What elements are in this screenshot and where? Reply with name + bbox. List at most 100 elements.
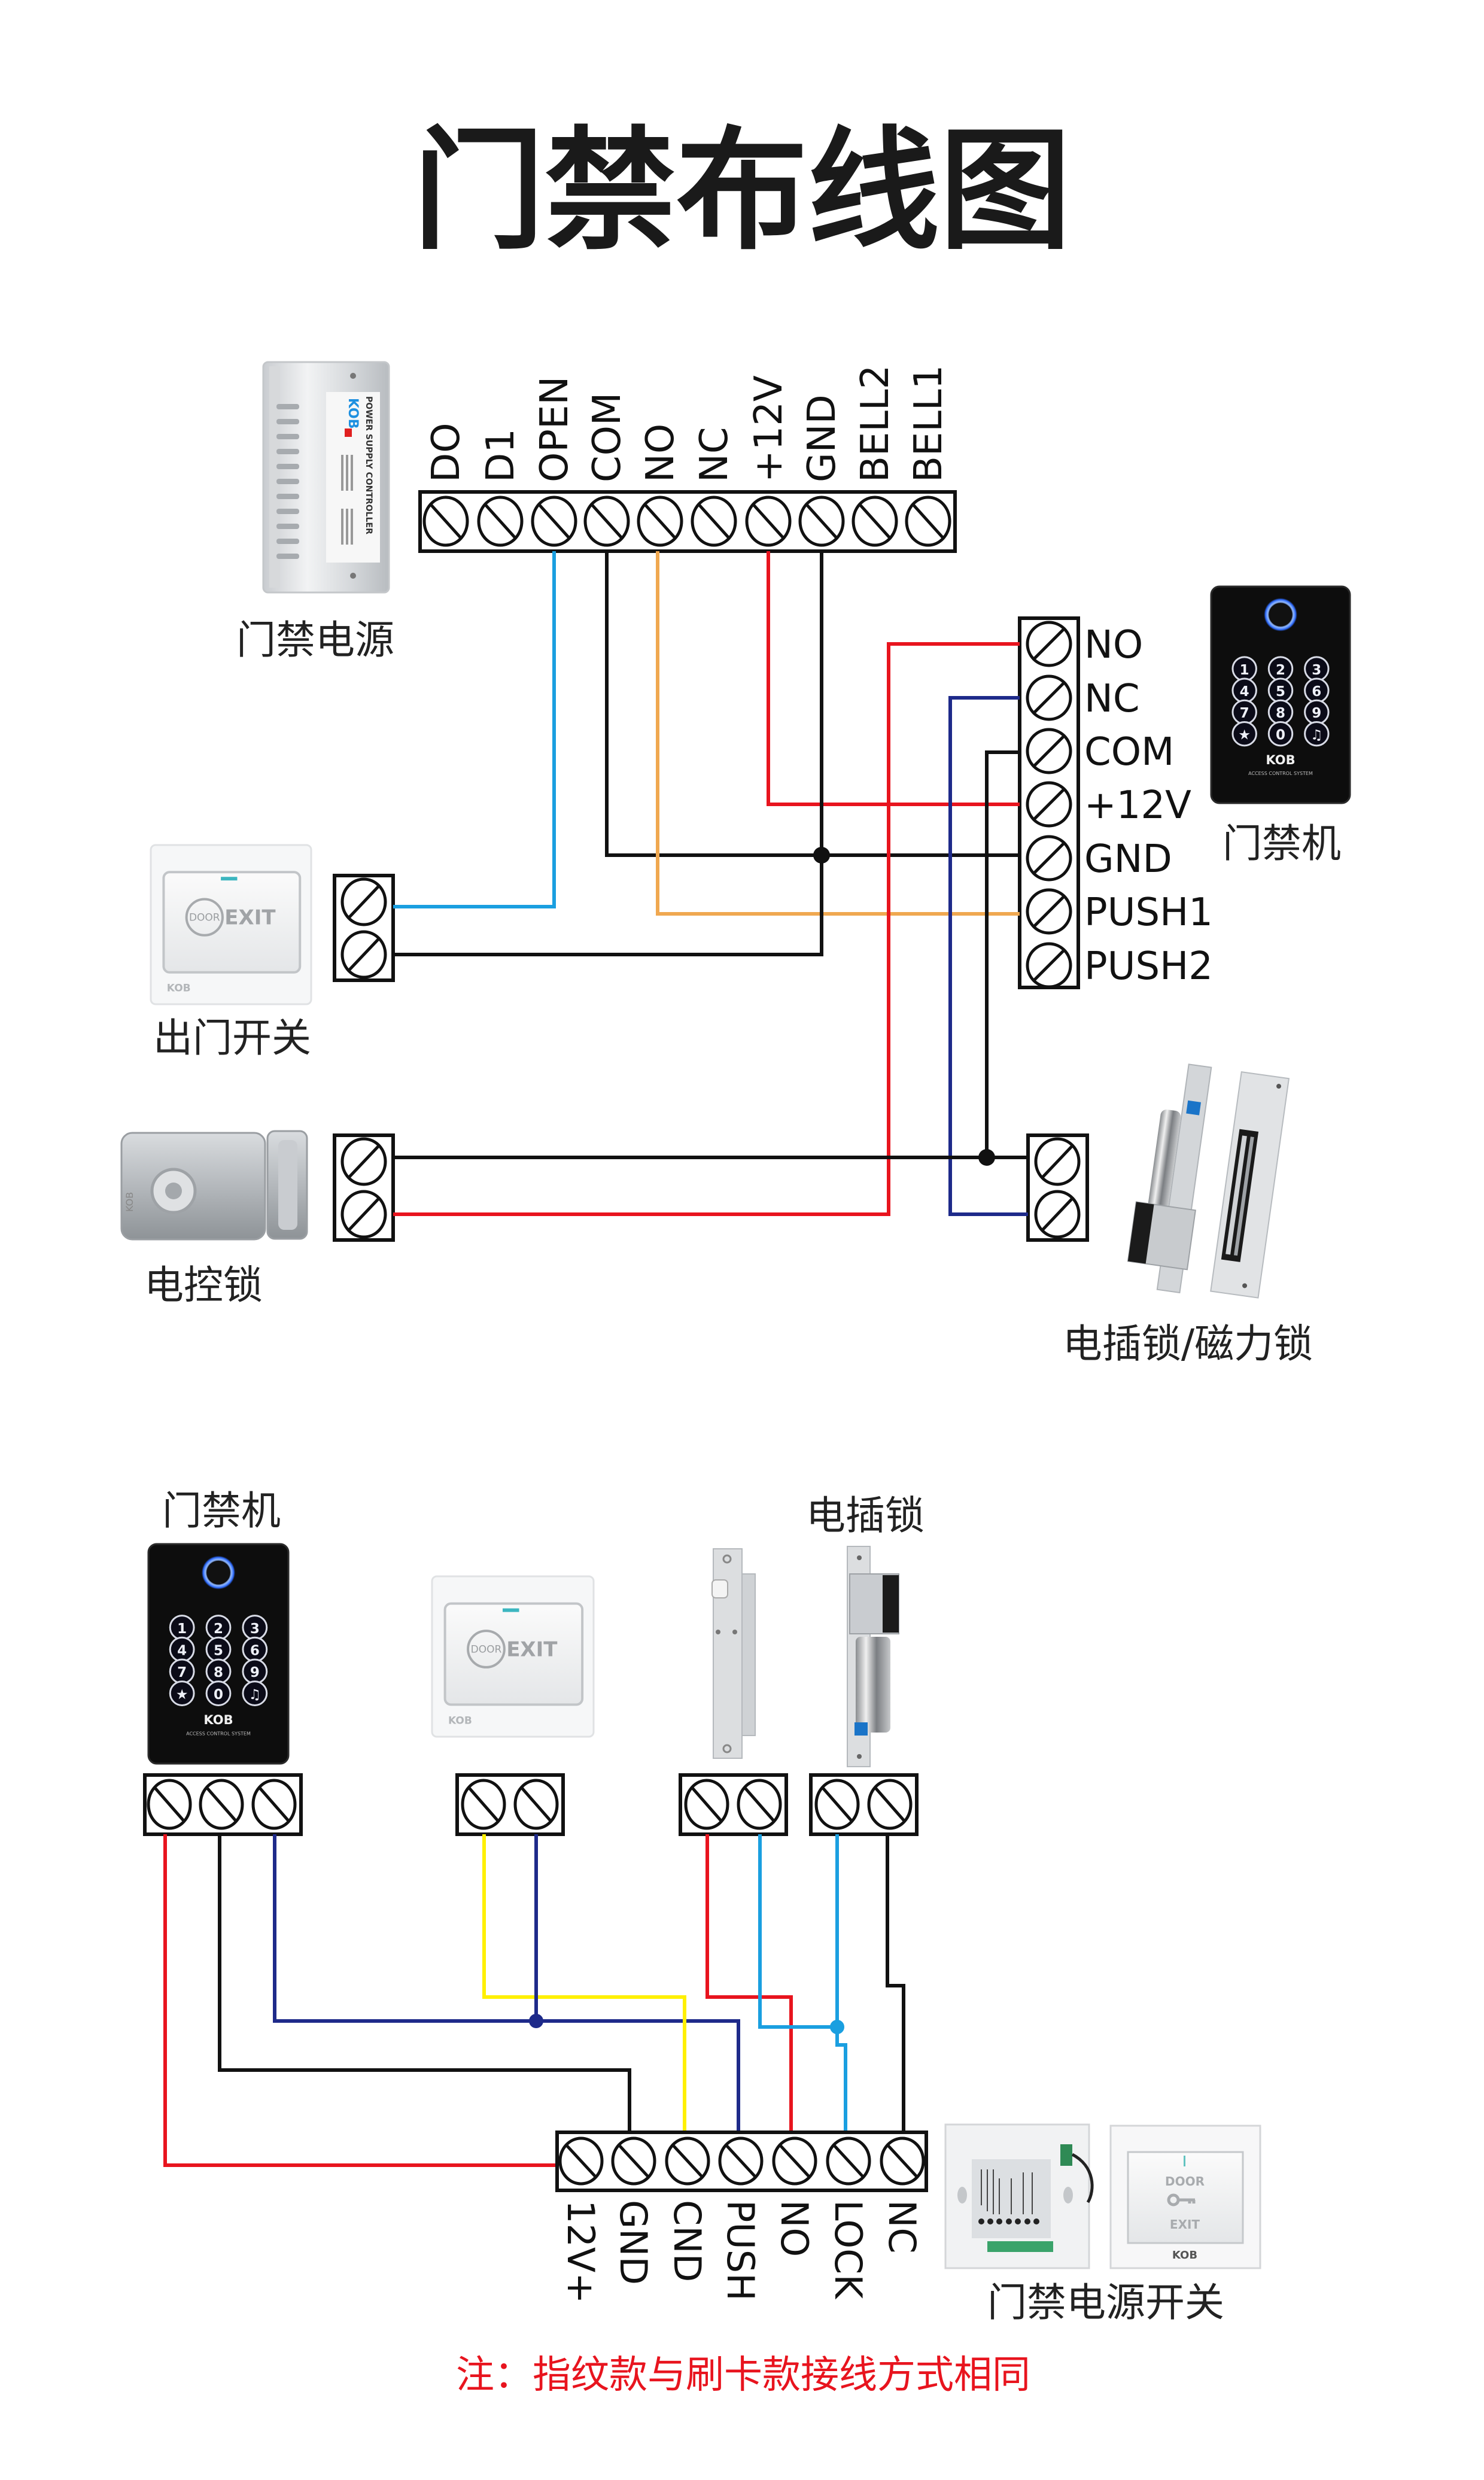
- power-terminal-block: [418, 490, 957, 553]
- power-switch-terminal-label: NC: [880, 2200, 924, 2254]
- terminal-screw: [852, 496, 898, 547]
- wires-diagram-1: [393, 551, 1028, 1216]
- keypad-key: 4: [169, 1636, 195, 1663]
- power-supply-product-text: POWER SUPPLY CONTROLLER: [364, 396, 373, 534]
- keypad-key: 3: [242, 1615, 268, 1640]
- keypad-key-ring: [169, 1680, 195, 1706]
- terminal-screw: [867, 1779, 913, 1830]
- terminal-screw: [1026, 621, 1072, 667]
- screw-slot: [778, 2143, 811, 2179]
- keypad-key-label: 7: [1240, 706, 1249, 721]
- keypad-key-ring: [1231, 721, 1257, 747]
- bolt-lock-b-device: [847, 1546, 899, 1767]
- keypad-key: 0: [205, 1680, 232, 1706]
- screw-slot: [467, 1786, 500, 1823]
- screw-slot: [886, 2143, 919, 2179]
- screw-slot: [617, 2143, 650, 2179]
- screw-slot: [1041, 1144, 1074, 1180]
- page-title: 门禁布线图: [413, 114, 1071, 268]
- terminal-screw: [1034, 1137, 1081, 1186]
- junction-dot: [830, 2020, 844, 2034]
- wire-lock-b-nc: [886, 1834, 905, 2132]
- wire-no-to-push1: [656, 551, 1020, 916]
- terminal-screw: [826, 2136, 871, 2186]
- exit-button: [162, 871, 302, 974]
- screw-slot: [832, 2143, 865, 2179]
- terminal-screw: [772, 2136, 817, 2186]
- vent-slots: [276, 404, 299, 559]
- power-terminal-label: NO: [638, 424, 683, 482]
- reader-subtext: ACCESS CONTROL SYSTEM: [186, 1731, 251, 1736]
- power-switch-door-text: DOOR: [1165, 2174, 1205, 2189]
- terminal-screw: [340, 930, 387, 979]
- keypad-key-label: 6: [1312, 684, 1321, 700]
- bolt-lock-a-device: [711, 1548, 756, 1759]
- reader-brand: KOB: [203, 1713, 233, 1727]
- screw-slot: [257, 1786, 291, 1823]
- bolt-lock-a-terminal: [679, 1773, 788, 1836]
- power-switch-terminal-label: LOCK: [826, 2200, 870, 2299]
- keypad-key: 5: [1267, 677, 1294, 703]
- power-terminal-label: +12V: [747, 375, 791, 482]
- screw-slot: [805, 503, 838, 540]
- screw-slot: [911, 503, 945, 540]
- exit-text: EXIT: [224, 905, 276, 929]
- wire-reader-gnd: [218, 1834, 631, 2132]
- terminal-screw: [880, 2136, 925, 2186]
- door-ring-icon: [467, 1630, 506, 1668]
- wire-open-to-exit: [393, 551, 556, 908]
- screw-slot: [690, 1786, 723, 1823]
- fingerprint-sensor-center: [206, 1560, 230, 1585]
- keypad-key: 8: [1267, 699, 1294, 725]
- keypad-key-label: 0: [1276, 727, 1285, 743]
- terminal-screw: [814, 1779, 860, 1830]
- terminal-screw: [558, 2136, 604, 2186]
- terminal-screw: [199, 1779, 244, 1830]
- power-switch-brand: KOB: [1172, 2249, 1197, 2262]
- keypad-key-label: 5: [1276, 684, 1285, 700]
- terminal-screw: [251, 1779, 297, 1830]
- keypad-key-label: 9: [1312, 706, 1321, 721]
- terminal-screw: [1026, 888, 1072, 935]
- electric-lock-label: 电控锁: [144, 1262, 263, 1308]
- power-switch-terminal-block: [555, 2131, 928, 2192]
- keypad-key-label: 1: [177, 1621, 187, 1637]
- screw-slot: [697, 503, 731, 540]
- exit-door-text: DOOR: [189, 912, 220, 924]
- keypad-key: 9: [1304, 699, 1330, 725]
- keypad-key-label: ♫: [249, 1687, 261, 1703]
- keypad-key: ♫: [1304, 721, 1330, 747]
- screw-slot: [347, 1144, 381, 1180]
- keypad-key-label: ♫: [1310, 727, 1323, 743]
- terminal-screw: [1034, 1190, 1081, 1239]
- keypad-key: 2: [205, 1615, 232, 1640]
- keypad-key: 7: [1231, 699, 1257, 725]
- keypad-key: 0: [1267, 721, 1294, 747]
- screw-slot: [752, 503, 785, 540]
- bolt-mag-lock-label: 电插锁/磁力锁: [1063, 1321, 1313, 1367]
- exit-switch-2-terminal: [455, 1773, 565, 1836]
- power-switch-terminal-label: CND: [665, 2200, 709, 2282]
- reader-2-terminal: [143, 1773, 303, 1836]
- terminal-screw: [531, 496, 577, 547]
- keypad-key-label: 5: [214, 1643, 223, 1659]
- wire-reader-com: [985, 750, 1020, 1157]
- electric-lock-terminal: [333, 1133, 395, 1242]
- wire-exit-cnd: [482, 1834, 686, 2132]
- wire-com-to-gnd: [605, 551, 1020, 857]
- reader-subtext: ACCESS CONTROL SYSTEM: [1248, 771, 1313, 776]
- terminal-screw: [422, 496, 469, 547]
- terminal-screw: [340, 1190, 387, 1239]
- screw-slot: [1032, 681, 1066, 715]
- power-supply-brand: KOB: [345, 398, 360, 429]
- keypad-key-label: 7: [177, 1665, 187, 1680]
- screw-slot: [743, 1786, 776, 1823]
- reader-terminal-label: COM: [1084, 730, 1174, 774]
- keypad-key: 5: [205, 1636, 232, 1663]
- power-terminal-label: NC: [692, 427, 737, 482]
- exit-switch-brand: KOB: [448, 1715, 472, 1727]
